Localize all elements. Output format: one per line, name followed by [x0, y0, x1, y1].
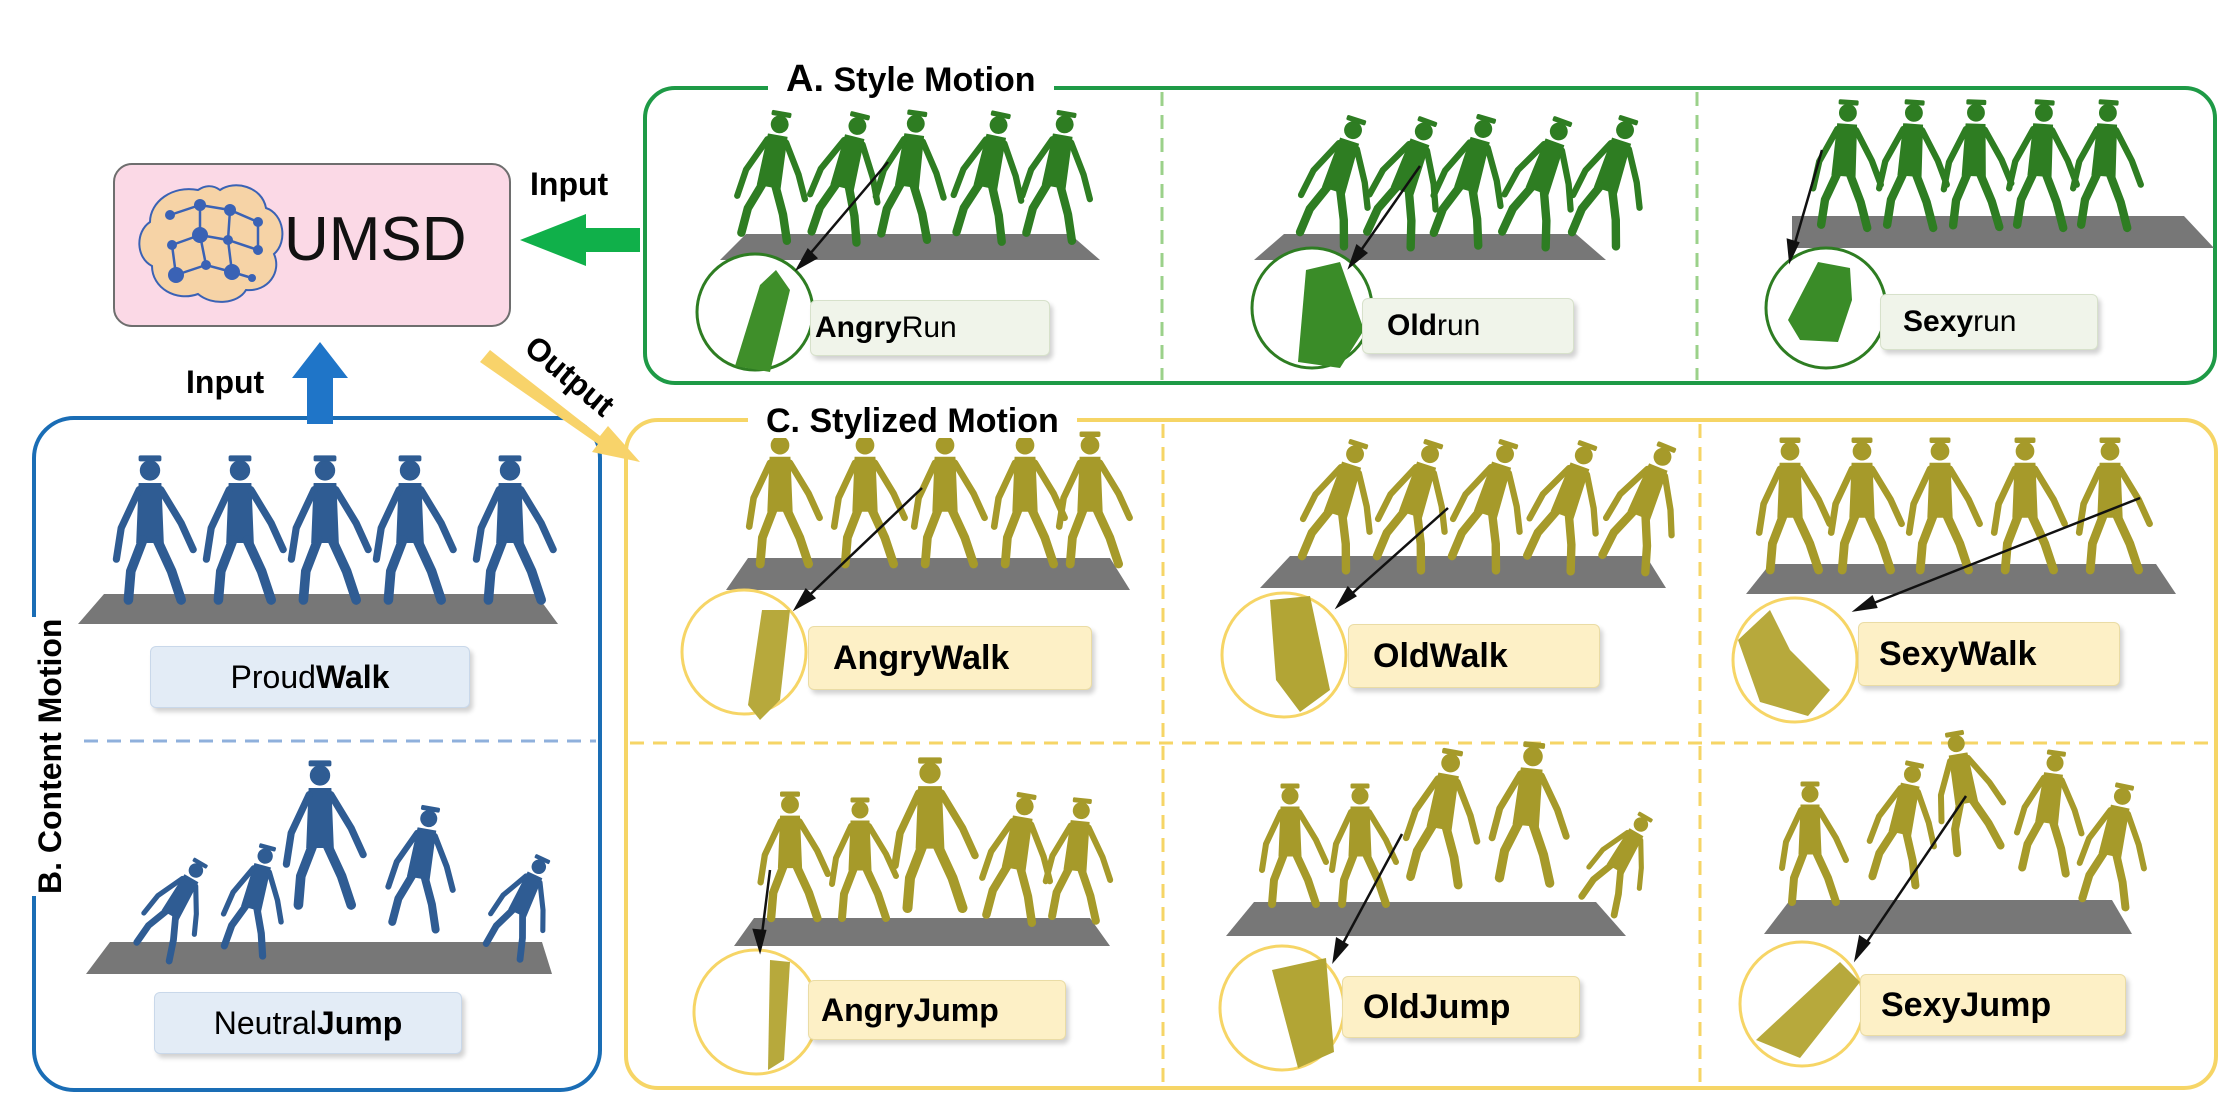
style-label-style: Sexy [1903, 305, 1974, 338]
stylized-motion-frame [624, 418, 2218, 1090]
style-motion-title-prefix: A. [786, 58, 824, 100]
umsd-label: UMSD [284, 205, 467, 274]
style-input-label: Input [530, 166, 609, 202]
content-label-style: Neutral [213, 1004, 317, 1041]
content-label-motion: Walk [315, 658, 390, 695]
style-figures [731, 98, 2146, 251]
style-label-style: Angry [815, 311, 902, 344]
output-arrow [480, 350, 640, 462]
content-label-motion: Jump [316, 1004, 403, 1041]
content-input-arrow [292, 342, 348, 424]
floors [78, 216, 2214, 974]
stylized-label-style: Sexy [1879, 634, 1959, 673]
stylized-label-sexy-jump: Sexy Jump [1860, 974, 2126, 1036]
style-label-old-run: Old run [1362, 298, 1574, 354]
stylized-label-angry-walk: Angry Walk [808, 626, 1092, 690]
stylized-label-motion: Jump [913, 991, 999, 1028]
stylized-label-style: Old [1363, 987, 1420, 1026]
stylized-motion-title: C. Stylized Motion [748, 404, 1077, 438]
style-motion-title: A. Style Motion [768, 60, 1054, 98]
stylized-label-motion: Jump [1960, 985, 2052, 1024]
stylized-label-style: Old [1373, 636, 1430, 675]
style-label-motion: Run [901, 311, 957, 344]
stylized-label-style: Sexy [1881, 985, 1961, 1024]
pointer-lines [752, 149, 2141, 965]
style-motion-frame [643, 86, 2217, 385]
content-motion-title: B. Content Motion [26, 616, 75, 896]
stylized-label-motion: Walk [931, 638, 1010, 677]
zoom-circle-icon [680, 246, 1888, 1076]
content-label-style: Proud [230, 658, 316, 695]
stylized-label-angry-jump: Angry Jump [808, 980, 1066, 1040]
stylized-label-sexy-walk: Sexy Walk [1858, 622, 2120, 686]
content-label-proud-walk: Proud Walk [150, 646, 470, 708]
stylized-label-motion: Jump [1419, 987, 1511, 1026]
stylized-label-motion: Walk [1958, 634, 2037, 673]
stylized-label-style: Angry [821, 991, 914, 1028]
content-label-neutral-jump: Neutral Jump [154, 992, 462, 1054]
content-figures [116, 456, 570, 965]
stylized-motion-title-prefix: C. [766, 402, 800, 440]
stylized-label-old-walk: Old Walk [1348, 624, 1600, 688]
stylized-label-style: Angry [833, 638, 932, 677]
stylized-label-motion: Walk [1429, 636, 1508, 675]
content-input-label: Input [186, 364, 265, 400]
stylized-label-old-jump: Old Jump [1342, 976, 1580, 1038]
style-label-sexy-run: Sexy run [1880, 294, 2098, 350]
brain-network-icon [138, 184, 284, 303]
style-label-style: Old [1387, 309, 1437, 342]
style-label-motion: run [1437, 309, 1481, 342]
stylized-motion-title-text: Stylized Motion [800, 402, 1059, 440]
style-input-arrow [520, 214, 640, 266]
style-motion-title-text: Style Motion [824, 61, 1036, 99]
style-label-angry-run: Angry Run [810, 300, 1050, 356]
style-label-motion: run [1973, 305, 2017, 338]
